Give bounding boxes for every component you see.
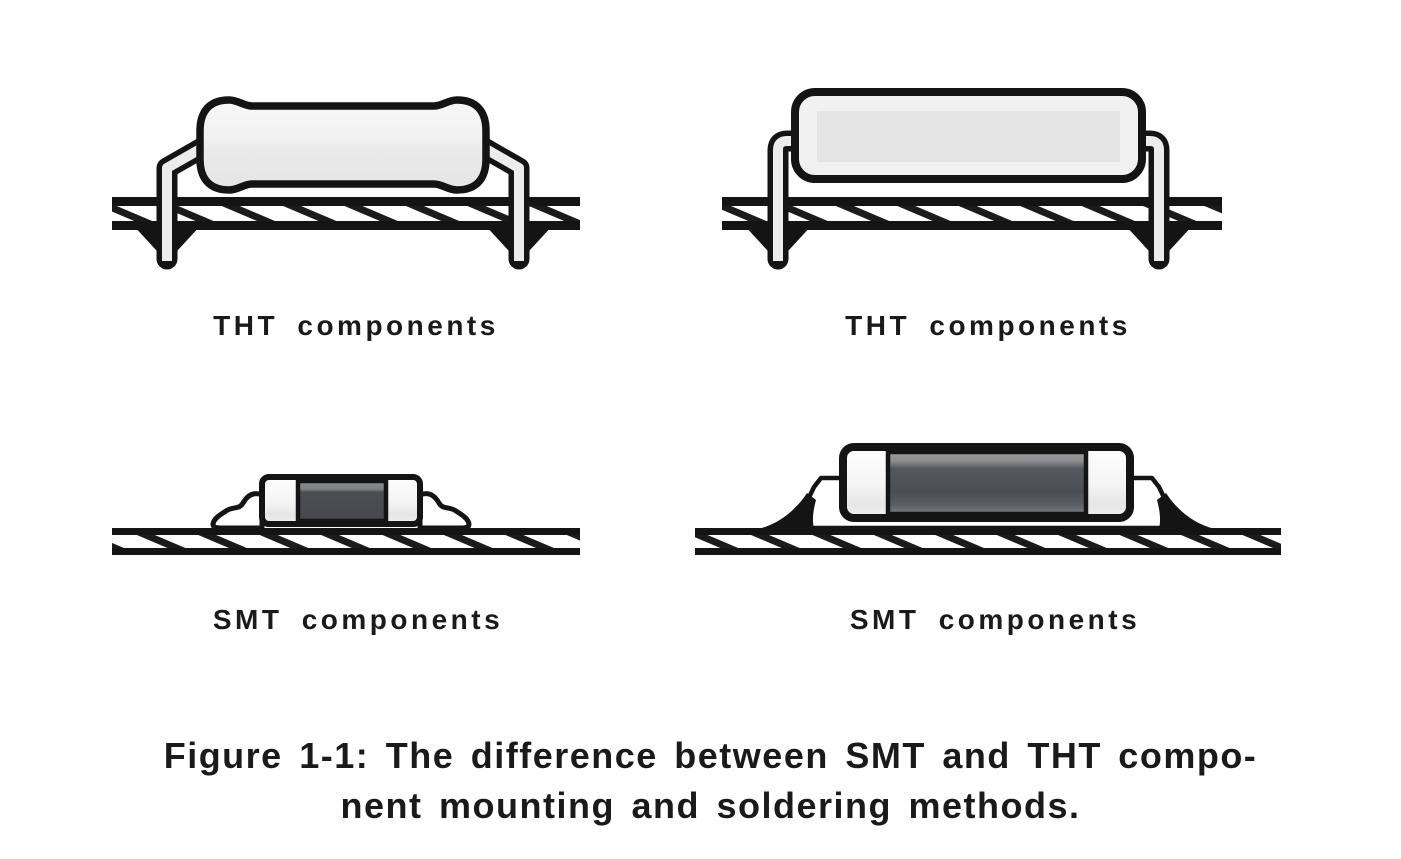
pcb-board: [112, 528, 580, 555]
chip-component-body: [259, 474, 423, 527]
pcb-board: [722, 197, 1222, 230]
pcb-board: [695, 528, 1281, 555]
component-lead: [156, 137, 213, 270]
label-smt-melf: SMT components: [849, 604, 1141, 635]
solder-fillet: [1157, 493, 1215, 529]
figure-caption-line1: Figure 1-1: The difference between SMT a…: [163, 735, 1258, 776]
label-smt-chip: SMT components: [212, 604, 504, 635]
label-tht-box: THT components: [845, 310, 1131, 341]
panel-tht-axial: [112, 96, 580, 270]
pcb-board: [112, 197, 580, 230]
resistor-body: [196, 96, 490, 194]
melf-component-body: [839, 443, 1134, 522]
component-lead: [1124, 130, 1170, 270]
component-lead: [767, 130, 813, 270]
box-component-body: [791, 88, 1146, 183]
solder-fillet: [210, 491, 265, 531]
component-lead: [473, 137, 530, 270]
panel-smt-melf: [695, 443, 1281, 555]
panel-tht-box: [722, 88, 1222, 270]
solder-fillet: [417, 491, 472, 531]
solder-fillet: [758, 493, 816, 529]
figure-caption-line2: nent mounting and soldering methods.: [340, 785, 1081, 826]
label-tht-axial: THT components: [213, 310, 499, 341]
figure-caption: Figure 1-1: The difference between SMT a…: [10, 731, 1401, 831]
panel-smt-chip: [112, 474, 580, 555]
